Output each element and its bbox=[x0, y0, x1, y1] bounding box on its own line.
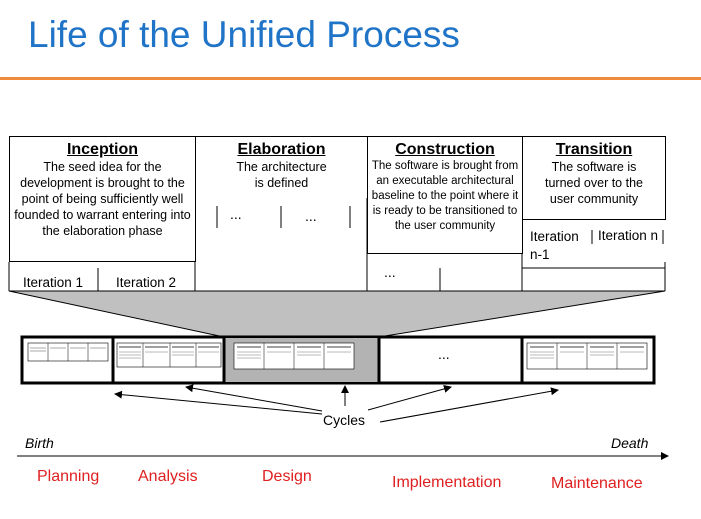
phase-description: The seed idea for the development is bro… bbox=[14, 160, 191, 238]
phase-name: Inception bbox=[66, 141, 139, 158]
cycle-dots: ... bbox=[438, 346, 450, 362]
cycle-arrow-4 bbox=[367, 385, 452, 411]
page-title: Life of the Unified Process bbox=[28, 14, 460, 55]
cycle-arrow-1 bbox=[114, 390, 323, 415]
timeline-end: Death bbox=[611, 435, 649, 451]
iteration-label-n: Iteration n bbox=[598, 228, 659, 243]
stage-analysis: Analysis bbox=[138, 468, 198, 485]
phase-description: The software is brought from an executab… bbox=[371, 160, 519, 232]
iteration-label-2: Iteration 2 bbox=[116, 275, 177, 290]
stage-implementation: Implementation bbox=[392, 474, 502, 491]
phase-name: Elaboration bbox=[237, 141, 326, 158]
phase-construction: Construction The software is brought fro… bbox=[367, 136, 523, 254]
phase-elaboration: Elaboration The architecture is defined bbox=[195, 136, 368, 198]
cycle-thumbnail-1 bbox=[27, 342, 109, 362]
cycle-thumbnail-2 bbox=[116, 342, 222, 368]
phase-description: The software is turned over to the user … bbox=[545, 160, 643, 206]
elaboration-dots-1: ... bbox=[230, 206, 242, 222]
stage-design: Design bbox=[262, 468, 312, 485]
zoom-funnel bbox=[8, 290, 666, 338]
stage-planning: Planning bbox=[37, 468, 100, 485]
phase-name: Construction bbox=[395, 141, 495, 158]
phase-inception: Inception The seed idea for the developm… bbox=[9, 136, 196, 262]
cycles-label: Cycles bbox=[323, 412, 366, 428]
phase-name: Transition bbox=[555, 141, 633, 158]
phase-transition: Transition The software is turned over t… bbox=[522, 136, 666, 220]
stage-maintenance: Maintenance bbox=[551, 475, 643, 492]
cycle-arrow-2 bbox=[185, 384, 323, 412]
title-divider bbox=[0, 77, 701, 80]
construction-dots: ... bbox=[384, 264, 396, 280]
cycle-thumbnail-3 bbox=[233, 342, 355, 370]
cycle-thumbnail-5 bbox=[526, 342, 648, 370]
phase-description: The architecture is defined bbox=[236, 160, 327, 190]
timeline-start: Birth bbox=[25, 435, 54, 451]
iteration-label-1: Iteration 1 bbox=[23, 275, 84, 290]
iteration-label-n-minus-1: Iteration n-1 bbox=[530, 229, 579, 262]
cycle-arrow-5 bbox=[379, 387, 559, 423]
elaboration-dots-2: ... bbox=[305, 208, 317, 224]
